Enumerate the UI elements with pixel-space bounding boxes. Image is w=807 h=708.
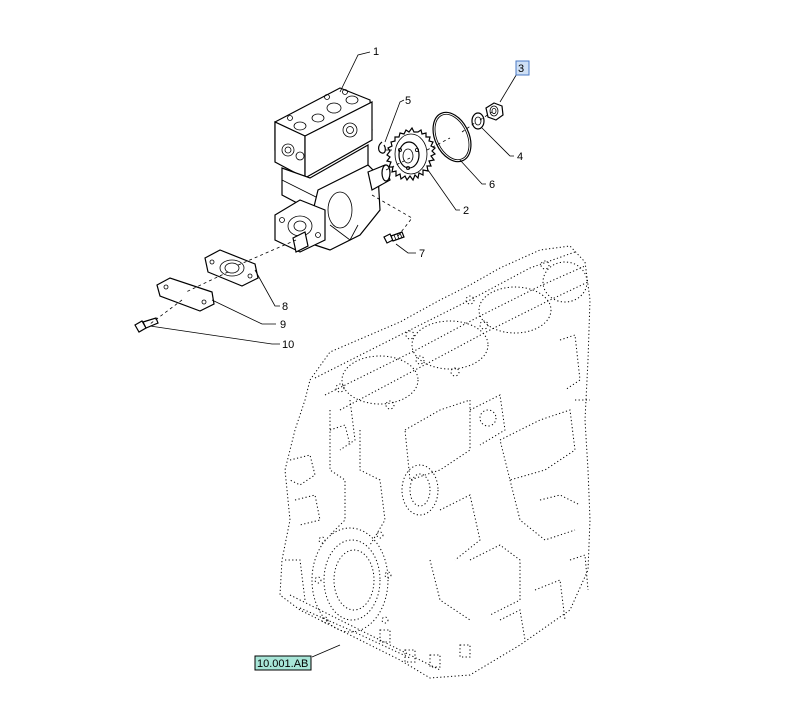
callout-10[interactable]: 10 bbox=[282, 339, 294, 351]
callout-4[interactable]: 4 bbox=[517, 151, 523, 163]
cover-plate-drawing bbox=[156, 277, 215, 312]
callout-6[interactable]: 6 bbox=[489, 179, 495, 191]
callout-label: 2 bbox=[463, 205, 469, 217]
callout-label: 8 bbox=[282, 301, 288, 313]
callout-highlight-box bbox=[515, 60, 530, 76]
gasket-drawing bbox=[204, 249, 259, 287]
callout-2[interactable]: 2 bbox=[463, 205, 469, 217]
air-compressor-drawing bbox=[274, 87, 391, 253]
callout-label: 10 bbox=[282, 339, 294, 351]
snap-ring-drawing bbox=[378, 141, 386, 154]
reference-link-box bbox=[254, 655, 312, 671]
reference-link-label: 10.001.AB bbox=[257, 658, 308, 670]
callout-label: 3 bbox=[518, 63, 524, 75]
callout-3[interactable]: 3 bbox=[515, 60, 530, 76]
callout-1[interactable]: 1 bbox=[373, 46, 379, 58]
callout-8[interactable]: 8 bbox=[282, 301, 288, 313]
reference-link-10-001-ab[interactable]: 10.001.AB bbox=[254, 655, 312, 671]
drive-gear-drawing bbox=[385, 126, 437, 182]
assembly-lines bbox=[149, 111, 493, 325]
screw-10-drawing bbox=[134, 317, 159, 333]
callout-label: 5 bbox=[405, 95, 411, 107]
leader-lines bbox=[149, 51, 519, 658]
engine-block-phantom bbox=[279, 245, 591, 679]
callout-5[interactable]: 5 bbox=[405, 95, 411, 107]
callout-label: 6 bbox=[489, 179, 495, 191]
callout-9[interactable]: 9 bbox=[280, 319, 286, 331]
o-ring-drawing bbox=[432, 111, 472, 163]
callout-7[interactable]: 7 bbox=[419, 248, 425, 260]
bolt-7-drawing bbox=[383, 231, 405, 244]
washer-drawing bbox=[471, 112, 485, 130]
callout-label: 9 bbox=[280, 319, 286, 331]
callout-label: 7 bbox=[419, 248, 425, 260]
nut-drawing bbox=[485, 102, 504, 121]
callout-label: 1 bbox=[373, 46, 379, 58]
callout-label: 4 bbox=[517, 151, 523, 163]
